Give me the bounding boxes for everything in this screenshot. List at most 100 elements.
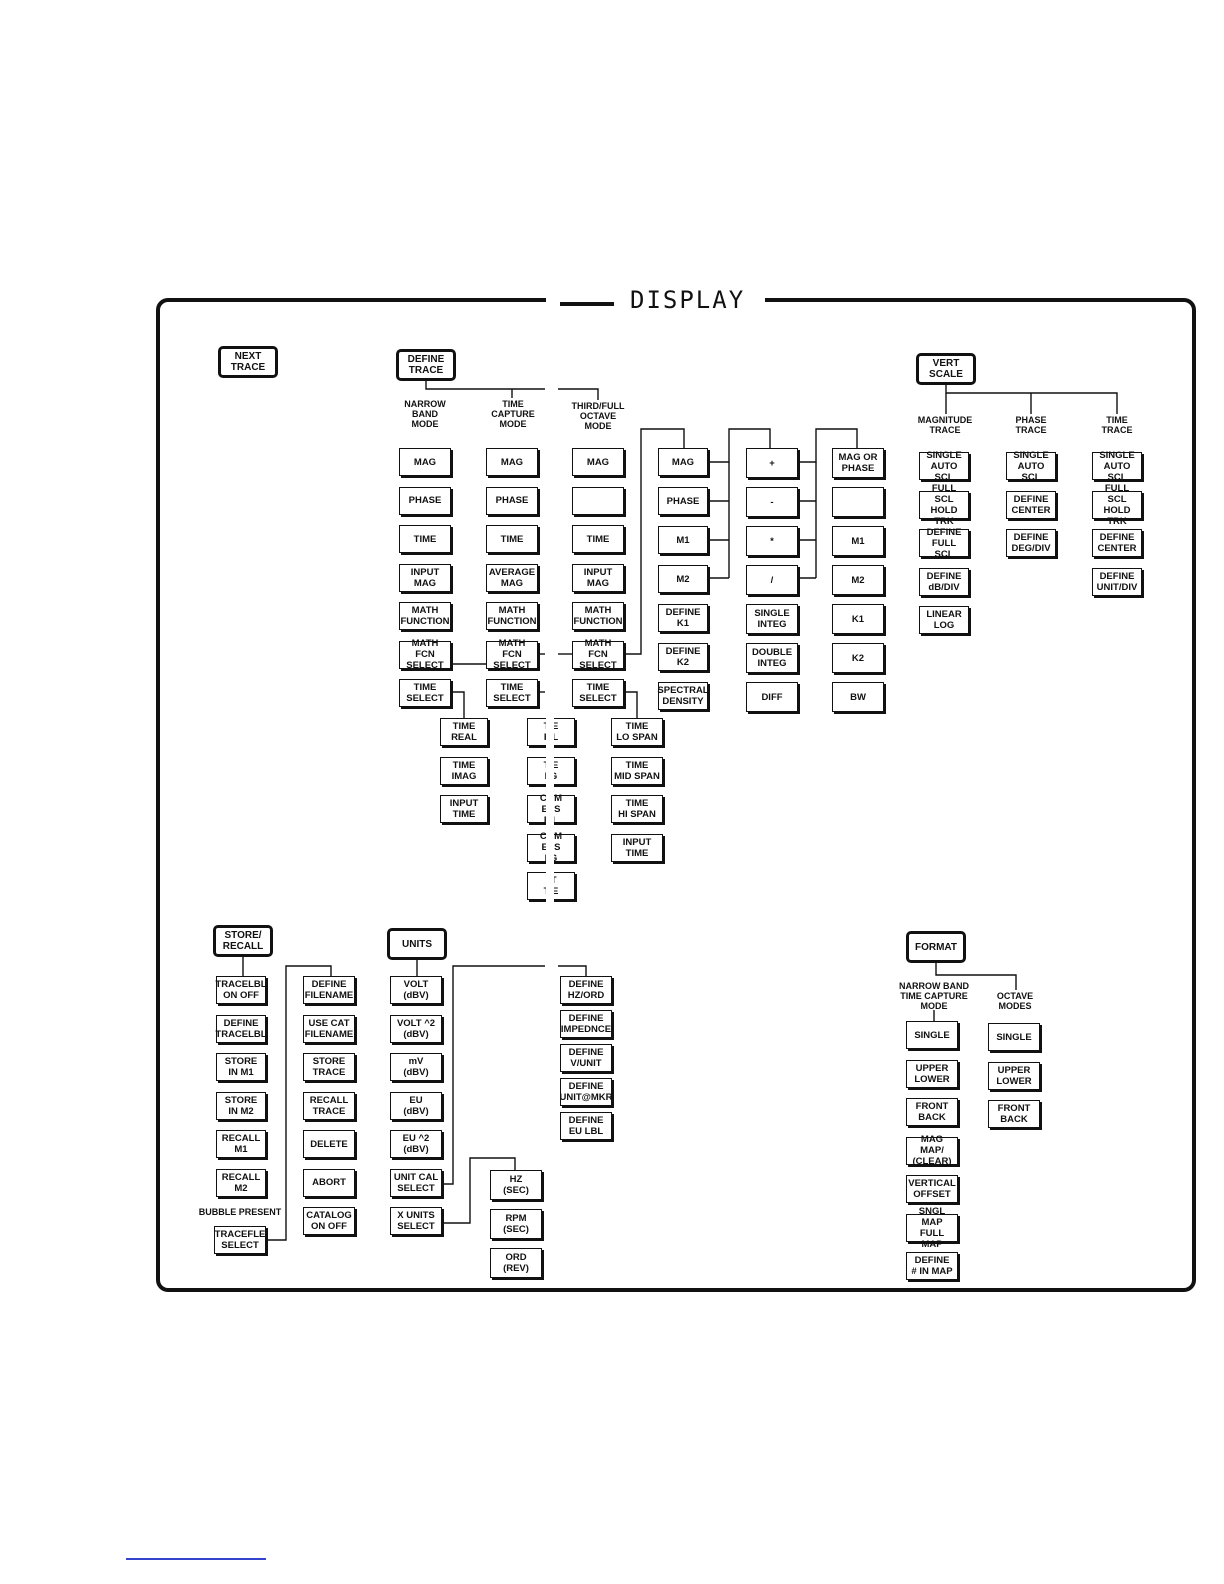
time-capture-average-mag-softkey[interactable]: AVERAGE MAG — [486, 563, 538, 592]
unit-cal-define-eu-lbl-softkey[interactable]: DEFINE EU LBL — [560, 1112, 612, 1140]
time-capture-time-select-softkey[interactable]: TIME SELECT — [486, 679, 538, 707]
math-fcn-mag-softkey[interactable]: MAG — [658, 448, 708, 476]
tf-time-select-time-mid-span-softkey[interactable]: TIME MID SPAN — [611, 756, 663, 785]
magnitude-single-auto-scl-softkey[interactable]: SINGLE AUTO SCL — [919, 450, 969, 483]
operator-blank-softkey[interactable]: + — [746, 448, 798, 478]
units-volt-2-dbv-softkey[interactable]: VOLT ^2 (dBV) — [390, 1014, 442, 1043]
magnitude-linear-log-softkey[interactable]: LINEAR LOG — [919, 606, 969, 634]
third-full-math-fcn-select-softkey[interactable]: MATH FCN SELECT — [572, 638, 624, 671]
phase-single-auto-scl-softkey[interactable]: SINGLE AUTO SCL — [1006, 450, 1056, 483]
time-capture-math-function-softkey[interactable]: MATH FUNCTION — [486, 602, 538, 630]
tracefile-use-cat-filename-softkey[interactable]: USE CAT FILENAME — [303, 1014, 355, 1043]
third-full-input-mag-softkey[interactable]: INPUT MAG — [572, 563, 624, 592]
tracefile-define-filename-softkey[interactable]: DEFINE FILENAME — [303, 976, 355, 1004]
time-capture-math-fcn-select-softkey[interactable]: MATH FCN SELECT — [486, 638, 538, 671]
units-eu-dbv-softkey[interactable]: EU (dBV) — [390, 1091, 442, 1120]
narrow-band-time-select-softkey[interactable]: TIME SELECT — [399, 679, 451, 707]
narrow-band-math-function-softkey[interactable]: MATH FUNCTION — [399, 602, 451, 630]
time-capture-mag-softkey[interactable]: MAG — [486, 448, 538, 476]
store-recall-hardkey[interactable]: STORE/ RECALL — [213, 925, 273, 957]
operand-k1-softkey[interactable]: K1 — [832, 604, 884, 634]
tf-time-select-time-hi-span-softkey[interactable]: TIME HI SPAN — [611, 795, 663, 823]
store-recall-recall-m1-softkey[interactable]: RECALL M1 — [216, 1130, 266, 1158]
units-hardkey[interactable]: UNITS — [387, 928, 447, 960]
format-nb-tc-front-back-softkey[interactable]: FRONT BACK — [906, 1098, 958, 1126]
operator-diff-softkey[interactable]: DIFF — [746, 682, 798, 712]
tracefile-select-softkey[interactable]: TRACEFLE SELECT — [214, 1226, 266, 1254]
next-trace-hardkey[interactable]: NEXT TRACE — [218, 346, 278, 378]
third-full-time-softkey[interactable]: TIME — [572, 525, 624, 553]
units-mv-dbv-softkey[interactable]: mV (dBV) — [390, 1053, 442, 1081]
narrow-band-phase-softkey[interactable]: PHASE — [399, 486, 451, 515]
tracefile-recall-trace-softkey[interactable]: RECALL TRACE — [303, 1091, 355, 1120]
third-full-math-function-softkey[interactable]: MATH FUNCTION — [572, 602, 624, 630]
operator-blank-softkey[interactable]: * — [746, 526, 798, 556]
format-nb-tc-sngl-map-full-map-softkey[interactable]: SNGL MAP FULL MAP — [906, 1206, 958, 1250]
units-unit-cal-select-softkey[interactable]: UNIT CAL SELECT — [390, 1168, 442, 1197]
third-full-time-select-softkey[interactable]: TIME SELECT — [572, 679, 624, 707]
operand-m1-softkey[interactable]: M1 — [832, 526, 884, 556]
math-fcn-define-k2-softkey[interactable]: DEFINE K2 — [658, 643, 708, 671]
format-hardkey[interactable]: FORMAT — [906, 931, 966, 963]
unit-cal-define-v-unit-softkey[interactable]: DEFINE V/UNIT — [560, 1044, 612, 1072]
phase-define-deg-div-softkey[interactable]: DEFINE DEG/DIV — [1006, 529, 1056, 557]
define-trace-hardkey[interactable]: DEFINE TRACE — [396, 349, 456, 381]
store-recall-recall-m2-softkey[interactable]: RECALL M2 — [216, 1168, 266, 1197]
tracefile-catalog-on-off-softkey[interactable]: CATALOG ON OFF — [303, 1207, 355, 1235]
units-eu-2-dbv-softkey[interactable]: EU ^2 (dBV) — [390, 1130, 442, 1158]
tracefile-abort-softkey[interactable]: ABORT — [303, 1168, 355, 1197]
vert-scale-hardkey[interactable]: VERT SCALE — [916, 353, 976, 385]
math-fcn-phase-softkey[interactable]: PHASE — [658, 487, 708, 515]
units-x-units-select-softkey[interactable]: X UNITS SELECT — [390, 1207, 442, 1235]
math-fcn-m1-softkey[interactable]: M1 — [658, 526, 708, 554]
narrow-band-math-fcn-select-softkey[interactable]: MATH FCN SELECT — [399, 638, 451, 671]
time-define-center-softkey[interactable]: DEFINE CENTER — [1092, 529, 1142, 557]
operand-m2-softkey[interactable]: M2 — [832, 565, 884, 595]
format-nb-tc-vertical-offset-softkey[interactable]: VERTICAL OFFSET — [906, 1175, 958, 1203]
tracefile-delete-softkey[interactable]: DELETE — [303, 1130, 355, 1158]
x-units-ord-rev-softkey[interactable]: ORD (REV) — [490, 1248, 542, 1278]
format-nb-tc-upper-lower-softkey[interactable]: UPPER LOWER — [906, 1059, 958, 1088]
narrow-band-time-softkey[interactable]: TIME — [399, 525, 451, 553]
tf-time-select-input-time-softkey[interactable]: INPUT TIME — [611, 833, 663, 862]
operand-bw-softkey[interactable]: BW — [832, 682, 884, 712]
x-units-rpm-sec-softkey[interactable]: RPM (SEC) — [490, 1209, 542, 1239]
narrow-band-input-mag-softkey[interactable]: INPUT MAG — [399, 563, 451, 592]
magnitude-define-full-scl-softkey[interactable]: DEFINE FULL SCL — [919, 527, 969, 560]
time-capture-phase-softkey[interactable]: PHASE — [486, 486, 538, 515]
math-fcn-m2-softkey[interactable]: M2 — [658, 565, 708, 593]
format-octave-upper-lower-softkey[interactable]: UPPER LOWER — [988, 1061, 1040, 1090]
format-nb-tc-single-softkey[interactable]: SINGLE — [906, 1021, 958, 1049]
store-recall-tracelbl-on-off-softkey[interactable]: TRACELBL ON OFF — [215, 976, 267, 1004]
time-capture-time-softkey[interactable]: TIME — [486, 525, 538, 553]
time-full-scl-hold-trk-softkey[interactable]: FULL SCL HOLD TRK — [1092, 483, 1142, 527]
nb-time-select-time-imag-softkey[interactable]: TIME IMAG — [440, 756, 488, 785]
nb-time-select-time-real-softkey[interactable]: TIME REAL — [440, 718, 488, 746]
operator-blank-softkey[interactable]: - — [746, 487, 798, 517]
narrow-band-mag-softkey[interactable]: MAG — [399, 448, 451, 476]
phase-define-center-softkey[interactable]: DEFINE CENTER — [1006, 490, 1056, 519]
store-recall-define-tracelbl-softkey[interactable]: DEFINE TRACELBL — [215, 1014, 267, 1043]
operand-blank-softkey[interactable] — [832, 487, 884, 517]
unit-cal-define-hz-ord-softkey[interactable]: DEFINE HZ/ORD — [560, 976, 612, 1004]
time-single-auto-scl-softkey[interactable]: SINGLE AUTO SCL — [1092, 450, 1142, 483]
third-full-blank-softkey[interactable] — [572, 486, 624, 515]
format-nb-tc-define-in-map-softkey[interactable]: DEFINE # IN MAP — [906, 1252, 958, 1280]
units-volt-dbv-softkey[interactable]: VOLT (dBV) — [390, 976, 442, 1004]
operator-blank-softkey[interactable]: / — [746, 565, 798, 595]
time-define-unit-div-softkey[interactable]: DEFINE UNIT/DIV — [1092, 567, 1142, 596]
format-octave-single-softkey[interactable]: SINGLE — [988, 1023, 1040, 1051]
third-full-mag-softkey[interactable]: MAG — [572, 448, 624, 476]
format-nb-tc-mag-map-clear-softkey[interactable]: MAG MAP/ (CLEAR) — [906, 1134, 958, 1167]
math-fcn-define-k1-softkey[interactable]: DEFINE K1 — [658, 604, 708, 632]
unit-cal-define-impednce-softkey[interactable]: DEFINE IMPEDNCE — [560, 1010, 612, 1038]
nb-time-select-input-time-softkey[interactable]: INPUT TIME — [440, 795, 488, 823]
operator-double-integ-softkey[interactable]: DOUBLE INTEG — [746, 643, 798, 673]
x-units-hz-sec-softkey[interactable]: HZ (SEC) — [490, 1170, 542, 1200]
store-recall-store-in-m1-softkey[interactable]: STORE IN M1 — [216, 1053, 266, 1081]
operator-single-integ-softkey[interactable]: SINGLE INTEG — [746, 604, 798, 634]
math-fcn-spectral-density-softkey[interactable]: SPECTRAL DENSITY — [657, 682, 709, 710]
tracefile-store-trace-softkey[interactable]: STORE TRACE — [303, 1053, 355, 1081]
operand-mag-or-phase-softkey[interactable]: MAG OR PHASE — [832, 448, 884, 478]
tf-time-select-time-lo-span-softkey[interactable]: TIME LO SPAN — [611, 718, 663, 746]
